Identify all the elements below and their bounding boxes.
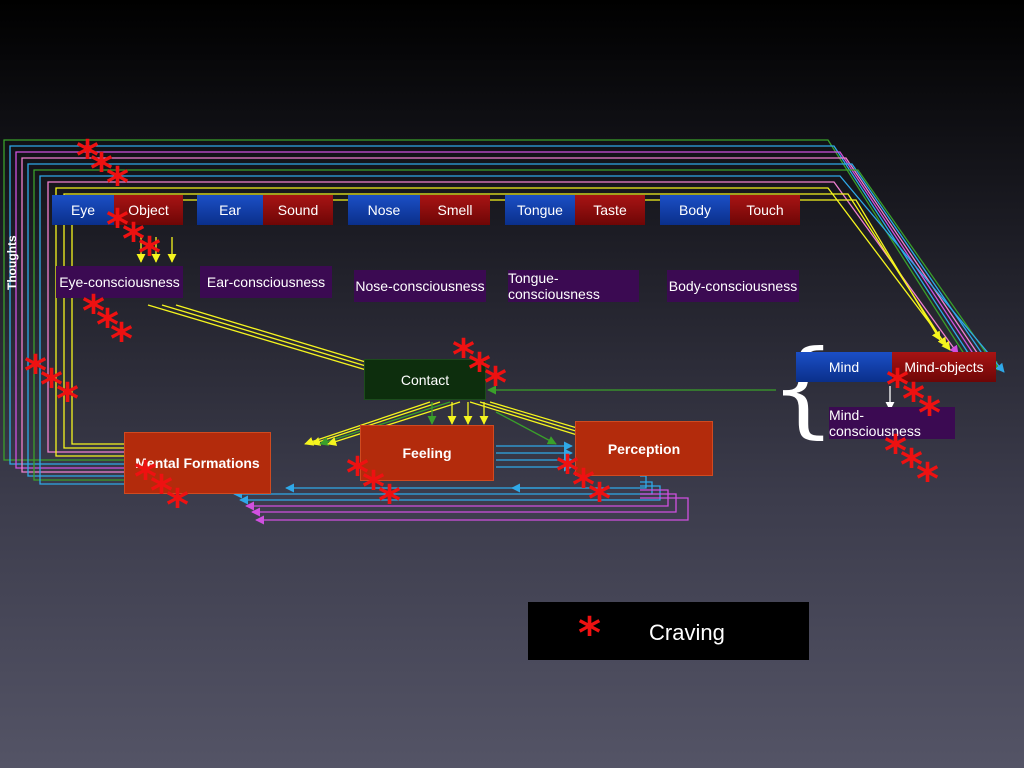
craving-star: * — [166, 480, 190, 531]
object-taste: Taste — [575, 195, 645, 225]
craving-star: * — [82, 286, 106, 337]
contact-box: Contact — [364, 359, 486, 400]
craving-star: * — [90, 144, 114, 195]
craving-star: * — [122, 214, 146, 265]
craving-star: * — [468, 344, 492, 395]
craving-star: * — [378, 476, 402, 527]
organ-tongue: Tongue — [505, 195, 575, 225]
organ-eye: Eye — [52, 195, 114, 225]
mind-consciousness: Mind-consciousness — [829, 407, 955, 439]
craving-star-icon: * — [578, 608, 602, 659]
object-object: Object — [114, 195, 183, 225]
craving-star: * — [918, 388, 942, 439]
craving-star: * — [24, 346, 48, 397]
craving-star: * — [362, 462, 386, 513]
craving-star: * — [886, 360, 910, 411]
thoughts-label: Thoughts — [5, 235, 19, 290]
craving-star: * — [106, 158, 130, 209]
organ-nose: Nose — [348, 195, 420, 225]
craving-star: * — [134, 452, 158, 503]
craving-star: * — [900, 440, 924, 491]
craving-star: * — [40, 360, 64, 411]
craving-star: * — [96, 300, 120, 351]
eye-consciousness: Eye-consciousness — [56, 266, 183, 298]
craving-star: * — [110, 314, 134, 365]
craving-star: * — [452, 330, 476, 381]
mental-formations-box: Mental Formations — [124, 432, 271, 494]
organ-ear: Ear — [197, 195, 263, 225]
craving-star: * — [884, 426, 908, 477]
craving-star: * — [76, 131, 100, 182]
craving-star: * — [902, 374, 926, 425]
object-touch: Touch — [730, 195, 800, 225]
organ-mind: Mind — [796, 352, 892, 382]
object-mind-objects: Mind-objects — [892, 352, 996, 382]
object-smell: Smell — [420, 195, 490, 225]
craving-star: * — [150, 466, 174, 517]
craving-star: * — [484, 358, 508, 409]
craving-star: * — [346, 448, 370, 499]
legend-label: Craving — [649, 620, 725, 645]
craving-star: * — [916, 454, 940, 505]
perception-box: Perception — [575, 421, 713, 476]
ear-consciousness: Ear-consciousness — [200, 266, 332, 298]
feeling-box: Feeling — [360, 425, 494, 481]
tongue-consciousness: Tongue-consciousness — [508, 270, 639, 302]
object-sound: Sound — [263, 195, 333, 225]
craving-star: * — [588, 474, 612, 525]
organ-body: Body — [660, 195, 730, 225]
body-consciousness: Body-consciousness — [667, 270, 799, 302]
nose-consciousness: Nose-consciousness — [354, 270, 486, 302]
craving-star: * — [56, 374, 80, 425]
craving-star: * — [572, 460, 596, 511]
craving-star: * — [138, 228, 162, 279]
craving-star: * — [106, 200, 130, 251]
legend-box: * Craving — [528, 602, 809, 660]
craving-star: * — [556, 446, 580, 497]
